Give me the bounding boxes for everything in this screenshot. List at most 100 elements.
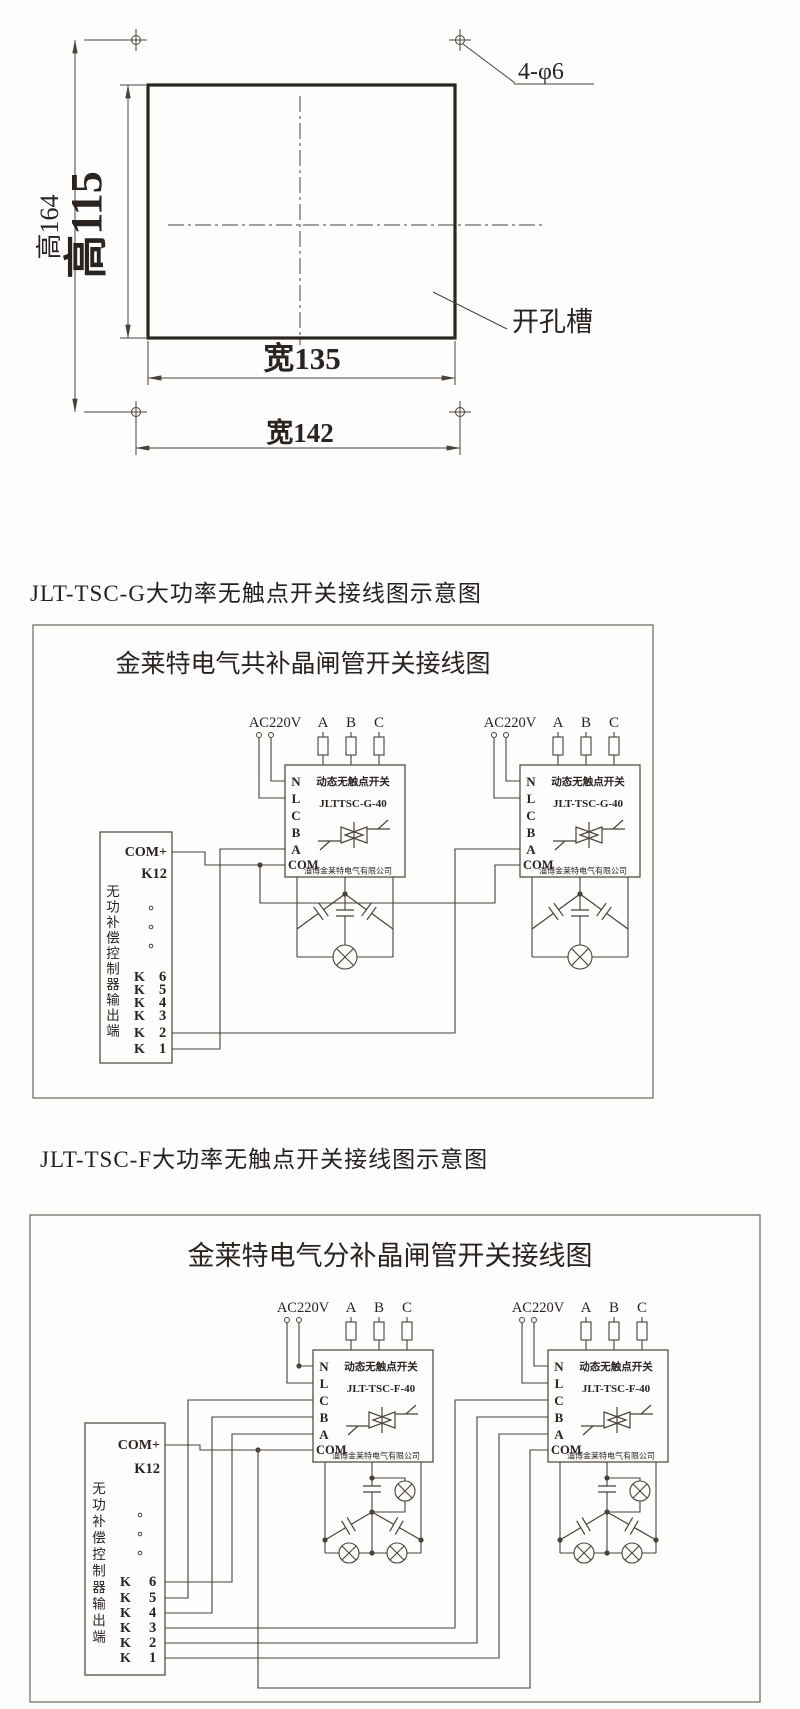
capacitor-bank-delta (531, 877, 629, 970)
module-model: JLTTSC-G-40 (319, 798, 387, 810)
k-label: K (134, 1009, 145, 1024)
wiring-diagram-g: 金莱特电气共补晶闸管开关接线图 动态无触点开关JLTTSC-G-40淄博金莱特电… (32, 624, 654, 1099)
terminal-label: A (554, 1427, 564, 1442)
terminal-label: B (320, 1410, 329, 1425)
k-label: 2 (159, 1025, 166, 1041)
controller-name-char: 补 (106, 915, 120, 930)
lamp-icon (338, 1542, 360, 1564)
phase-label: A (553, 715, 564, 731)
capacitor-symbol (571, 909, 589, 917)
phase-label: B (346, 715, 356, 731)
panel-cutout-drawing: 高115 高164 宽135 宽142 4-φ6 开孔槽 (35, 29, 594, 455)
k-label: 6 (159, 969, 166, 985)
mounting-hole-icon (449, 29, 471, 51)
module-company: 淄博金莱特电气有限公司 (332, 1451, 420, 1461)
capacitor-bank-phase (557, 1462, 659, 1564)
controller-name-char: 功 (106, 900, 120, 915)
lamp-icon (629, 1480, 651, 1502)
hole-note-label: 4-φ6 (518, 59, 564, 85)
capacitor-symbol (324, 1511, 373, 1541)
k-label: 6 (149, 1574, 156, 1590)
k-label: K (120, 1591, 131, 1606)
terminal-label: C (319, 1393, 328, 1408)
lamp-icon (621, 1542, 643, 1564)
wire (372, 1477, 406, 1481)
k-label: 1 (149, 1650, 156, 1666)
terminal-label: C (554, 1393, 563, 1408)
fuse-symbol (580, 732, 592, 765)
controller-name-char: 功 (92, 1498, 106, 1513)
cutout-rectangle (146, 83, 457, 340)
phase-label: C (374, 715, 384, 731)
fuse-symbol (608, 1317, 620, 1350)
junction-dot (557, 1537, 563, 1543)
control-wire (165, 1416, 548, 1644)
controller-name-char: 器 (106, 977, 120, 992)
phase-label: A (346, 1300, 357, 1316)
terminal-label: A (526, 842, 536, 857)
control-wire (172, 848, 285, 1050)
control-wire (259, 864, 520, 904)
terminal-label: C (526, 808, 535, 823)
k12-label: K12 (141, 866, 167, 882)
k-label: 3 (149, 1620, 156, 1636)
fuse-symbol (608, 732, 620, 765)
controller-name-char: 无 (106, 884, 120, 899)
capacitor-symbol (344, 893, 394, 930)
controller-name-char: 输 (92, 1597, 106, 1612)
module-model: JLT-TSC-F-40 (347, 1383, 416, 1395)
wire (372, 1501, 406, 1513)
controller-name-char: 出 (92, 1613, 106, 1628)
diagram-f-border (29, 1214, 761, 1703)
fuse-symbol (373, 732, 385, 765)
terminal-label: N (526, 774, 536, 789)
lamp-icon (386, 1542, 408, 1564)
capacitor-symbol (296, 893, 346, 930)
phase-label: B (374, 1300, 384, 1316)
dot-char (148, 905, 154, 911)
dimension-lines (72, 39, 594, 455)
k-label: K (120, 1575, 131, 1590)
module-name: 动态无触点开关 (579, 1360, 653, 1373)
dot-char (137, 1512, 143, 1518)
phase-label: B (609, 1300, 619, 1316)
capacitor-symbol (363, 1485, 381, 1493)
module-model: JLT-TSC-G-40 (553, 798, 624, 810)
junction-dot (418, 1537, 424, 1543)
module-company: 淄博金莱特电气有限公司 (304, 866, 392, 876)
diagram-g-border (32, 624, 654, 1099)
fuse-symbol (401, 1317, 413, 1350)
lamp-icon (573, 1542, 595, 1564)
terminal-label: L (292, 791, 301, 806)
terminal-dot (284, 1317, 290, 1323)
dot-char (148, 924, 154, 930)
com-label: COM+ (118, 1438, 160, 1453)
terminal-label: L (555, 1376, 564, 1391)
terminal-dot (519, 1317, 525, 1323)
terminal-dot (268, 732, 274, 738)
mounting-hole-icon (125, 401, 147, 423)
diagram-f-red-title: 金莱特电气分补晶闸管开关接线图 (188, 1241, 593, 1271)
mounting-hole-icon (125, 29, 147, 51)
terminal-label: B (292, 825, 301, 840)
k-label: 5 (149, 1590, 156, 1606)
thyristor-icon (318, 819, 390, 851)
wire (493, 738, 520, 799)
capacitor-symbol (371, 1511, 422, 1541)
k-label: K (120, 1621, 131, 1636)
junction-dot (257, 862, 263, 868)
k-label: K (120, 1636, 131, 1651)
power-label: AC220V (249, 715, 302, 731)
diagram-g-red-title: 金莱特电气共补晶闸管开关接线图 (115, 650, 490, 678)
dim-outer-height: 高164 (35, 194, 64, 259)
controller-name-char: 制 (92, 1564, 106, 1579)
phase-label: B (581, 715, 591, 731)
control-wire (165, 1433, 313, 1583)
lamp-icon (567, 944, 593, 970)
dim-inner-width: 宽135 (263, 341, 341, 376)
controller-name-char: 端 (92, 1630, 106, 1645)
module-model: JLT-TSC-F-40 (582, 1383, 651, 1395)
